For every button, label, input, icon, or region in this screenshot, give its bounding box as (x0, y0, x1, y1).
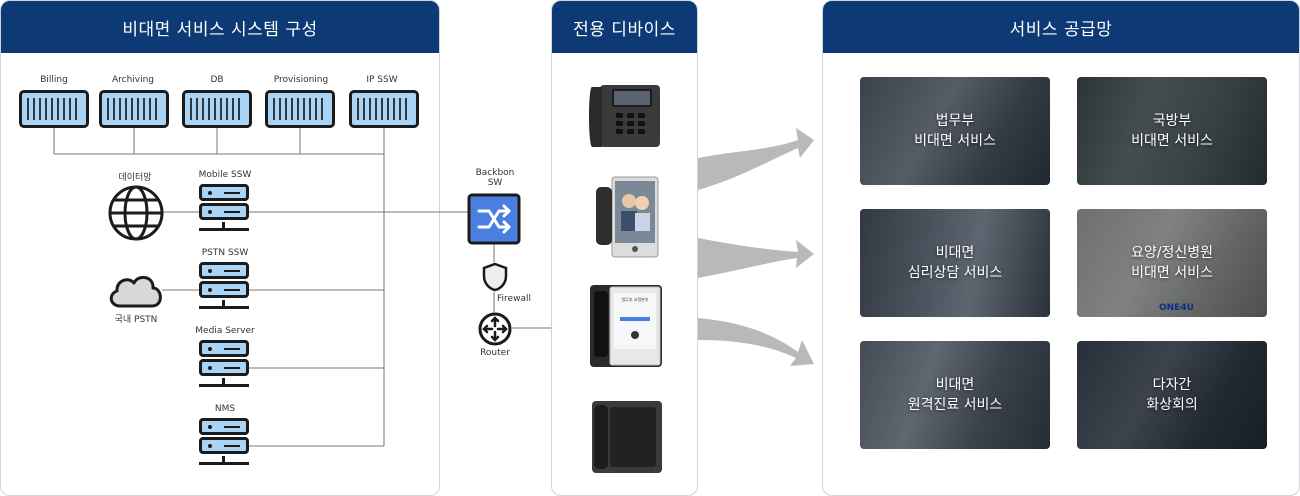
service-card-conference-line1: 다자간 (1152, 377, 1192, 393)
service-card-justice[interactable]: 법무부 비대면 서비스 (860, 77, 1050, 185)
pstn-ssw-server-icon (199, 262, 249, 309)
router-icon (478, 312, 512, 346)
service-card-telemedicine-line1: 비대면 (935, 377, 975, 393)
service-card-counseling-photo (860, 209, 1050, 317)
service-card-defense-line1: 국방부 (1152, 113, 1192, 129)
devices-panel: 전용 디바이스 법무부 교정본부 (551, 0, 698, 496)
service-card-care-line2: 비대면 서비스 (1131, 265, 1213, 281)
server-label-archiving: Archiving (111, 75, 155, 85)
service-card-conference-line2: 화상회의 (1146, 397, 1198, 413)
backbone-sw-label-line2: SW (487, 178, 503, 188)
ip-ssw-server-icon (349, 90, 419, 128)
service-card-telemedicine-line2: 원격진료 서비스 (907, 397, 1003, 413)
service-card-justice-line2: 비대면 서비스 (914, 133, 996, 149)
server-label-db: DB (210, 75, 224, 85)
service-card-counseling-line1: 비대면 (935, 245, 975, 261)
handset-terminal-icon (592, 401, 662, 473)
router-label: Router (480, 348, 510, 358)
local-pstn-label: 국내 PSTN (114, 315, 158, 325)
service-card-care-photo (1077, 209, 1267, 317)
service-card-defense[interactable]: 국방부 비대면 서비스 (1077, 77, 1267, 185)
services-panel: 서비스 공급망 법무부 비대면 서비스 국방부 비대면 서비스 비대면 심리상담… (822, 0, 1300, 496)
service-card-conference-text: 다자간 화상회의 (1146, 375, 1198, 415)
service-card-defense-photo (1077, 77, 1267, 185)
nms-label: NMS (214, 404, 236, 414)
service-card-conference-photo (1077, 341, 1267, 449)
kiosk-screen-text: 법무부 교정본부 (621, 297, 649, 302)
service-card-counseling-line2: 심리상담 서비스 (907, 265, 1003, 281)
server-label-billing: Billing (40, 75, 68, 85)
service-card-counseling[interactable]: 비대면 심리상담 서비스 (860, 209, 1050, 317)
devices-panel-title: 전용 디바이스 (552, 1, 697, 53)
service-card-counseling-text: 비대면 심리상담 서비스 (908, 243, 1003, 283)
data-net-label: 데이터망 (118, 173, 152, 183)
service-card-telemedicine-photo (860, 341, 1050, 449)
service-card-telemedicine[interactable]: 비대면 원격진료 서비스 (860, 341, 1050, 449)
system-panel-title: 비대면 서비스 시스템 구성 (1, 1, 439, 53)
db-server-icon (182, 90, 252, 128)
nms-server-icon (199, 418, 249, 465)
service-card-care[interactable]: 요양/정신병원 비대면 서비스 ONE4U (1077, 209, 1267, 317)
backbone-sw-label-line1: Backbon (475, 168, 515, 178)
billing-server-icon (19, 90, 89, 128)
switch-icon (467, 193, 521, 245)
archiving-server-icon (99, 90, 169, 128)
service-card-defense-line2: 비대면 서비스 (1131, 133, 1213, 149)
server-label-provisioning: Provisioning (273, 75, 329, 85)
server-label-ip-ssw: IP SSW (366, 75, 398, 85)
kiosk-device: 법무부 교정본부 (588, 283, 664, 369)
service-card-justice-text: 법무부 비대면 서비스 (914, 111, 996, 151)
mobile-ssw-server-icon (199, 184, 249, 231)
backbone-sw-label: Backbon SW (468, 168, 522, 188)
services-panel-title: 서비스 공급망 (823, 1, 1299, 53)
media-server-label: Media Server (195, 326, 255, 336)
one4u-logo: ONE4U (1159, 303, 1194, 313)
cloud-icon (109, 275, 162, 308)
mobile-ssw-label: Mobile SSW (198, 170, 252, 180)
video-phone-icon (596, 176, 659, 258)
service-card-justice-line1: 법무부 (935, 113, 975, 129)
service-card-conference[interactable]: 다자간 화상회의 (1077, 341, 1267, 449)
kiosk-device-icon (590, 285, 662, 367)
service-card-care-text: 요양/정신병원 비대면 서비스 (1131, 243, 1213, 283)
service-card-justice-photo (860, 77, 1050, 185)
globe-icon (108, 185, 164, 241)
desk-phone-icon (589, 85, 660, 147)
service-card-defense-text: 국방부 비대면 서비스 (1131, 111, 1213, 151)
shield-icon (482, 262, 508, 292)
pstn-ssw-label: PSTN SSW (201, 248, 249, 258)
firewall-label: Firewall (497, 294, 531, 304)
system-panel: 비대면 서비스 시스템 구성 (0, 0, 440, 496)
service-card-telemedicine-text: 비대면 원격진료 서비스 (908, 375, 1003, 415)
media-server-icon (199, 340, 249, 387)
service-card-care-line1: 요양/정신병원 (1131, 245, 1213, 261)
provisioning-server-icon (265, 90, 335, 128)
